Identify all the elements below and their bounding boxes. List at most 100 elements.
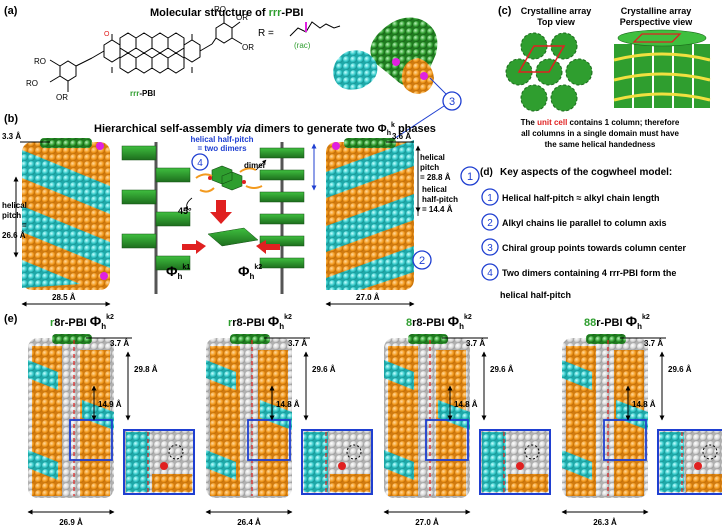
- model-zoom-region: [425, 419, 469, 461]
- stack-k2: [259, 142, 305, 294]
- callout-3-circle: [442, 91, 462, 111]
- panel-b-label: (b): [4, 113, 18, 125]
- right-column-model: [326, 138, 414, 290]
- left-pitch-text-4: 26.6 Å: [2, 231, 26, 240]
- right-half-text-2: half-pitch: [422, 195, 458, 204]
- left-red-arrow: [182, 240, 206, 254]
- left-pitch-text-2: pitch: [2, 211, 21, 220]
- right-width-label: 27.0 Å: [356, 293, 380, 302]
- model-zoom-region: [603, 419, 647, 461]
- panel-e-label: (e): [4, 313, 18, 325]
- model-zoom-orange: [508, 474, 548, 492]
- model-zoom-oxygen: [338, 462, 346, 470]
- panel-c-label: (c): [498, 5, 512, 17]
- model-top-spacing: 3.7 Å: [110, 339, 129, 348]
- caption-line-2: all columns in a single domain must have: [521, 129, 679, 138]
- key-aspect-3-text: Chiral group points towards column cente…: [502, 243, 687, 253]
- model-zoom-orange: [686, 474, 722, 492]
- callout-3-number: 3: [449, 96, 455, 108]
- caption-line-1: The unit cell contains 1 column; therefo…: [521, 118, 680, 127]
- key-aspect-1-number: 1: [487, 193, 493, 204]
- model-pitch-label: 29.6 Å: [490, 365, 514, 374]
- key-aspect-4-number: 4: [487, 268, 493, 279]
- panel-b: (b) Hierarchical self-assembly via dimer…: [2, 113, 480, 307]
- model-zoom-orange: [330, 474, 370, 492]
- phase-k2-label: Φhk2: [238, 263, 262, 281]
- ro-label-2: RO: [26, 79, 38, 88]
- left-top-spacing: 3.3 Å: [2, 132, 21, 141]
- dimer-pointer: [255, 159, 267, 171]
- pbi-space-filling-model: [333, 17, 438, 94]
- dimer-molecule: [195, 165, 263, 193]
- callout-2-number: 2: [419, 255, 425, 267]
- left-pitch-text-1: helical: [2, 201, 27, 210]
- key-aspect-3-circle: [481, 238, 499, 256]
- compound-name: rrr-PBI: [130, 89, 155, 98]
- left-pitch-text-3: =: [22, 221, 27, 230]
- right-top-spacing: 3.6 Å: [392, 132, 411, 141]
- model-half-label: 14.8 Å: [276, 400, 300, 409]
- model-width-label: 26.3 Å: [593, 518, 617, 527]
- key-aspect-2-number: 2: [487, 218, 493, 229]
- right-pitch-text-1: helical: [420, 153, 445, 162]
- key-aspect-2-text: Alkyl chains lie parallel to column axis: [502, 218, 667, 228]
- model-half-label: 14.8 Å: [632, 400, 656, 409]
- right-half-text-3: = 14.4 Å: [422, 205, 453, 214]
- model-zoom-cyan: [482, 432, 506, 492]
- unit-cell-outline: [517, 45, 566, 73]
- key-aspect-3-number: 3: [487, 243, 493, 254]
- caption-line-3: the same helical handedness: [545, 140, 656, 149]
- dimer-label: dimer: [244, 161, 266, 170]
- model-column-top: [230, 334, 270, 344]
- single-block: [207, 227, 259, 247]
- model-top-spacing: 3.7 Å: [644, 339, 663, 348]
- left-width-label: 28.5 Å: [52, 293, 76, 302]
- or-label-2: OR: [236, 13, 248, 22]
- model-half-label: 14.9 Å: [98, 400, 122, 409]
- model-column-top: [52, 334, 92, 344]
- callout-4-circle: [191, 153, 209, 171]
- half-pitch-label-2: = two dimers: [197, 144, 247, 153]
- angle-label: 45°: [178, 206, 192, 216]
- panel-d-label: (d): [480, 167, 493, 178]
- callout-3-line: [429, 77, 447, 95]
- callout-4-number: 4: [197, 158, 203, 169]
- top-view-title-1: Crystalline array: [521, 6, 592, 16]
- model-top-spacing: 3.7 Å: [288, 339, 307, 348]
- panel-d: (d) Key aspects of the cogwheel model: 1…: [480, 167, 687, 300]
- model-variant-title: 88r-PBI Φhk2: [584, 313, 650, 331]
- right-red-arrow: [256, 240, 280, 254]
- callout-1-circle: [460, 166, 480, 186]
- persp-view-title-1: Crystalline array: [621, 6, 692, 16]
- panel-d-title: Key aspects of the cogwheel model:: [500, 167, 672, 178]
- key-aspect-4-continued: helical half-pitch: [500, 290, 571, 300]
- model-zoom-chiral-circle: [168, 444, 184, 460]
- model-zoom-chiral-circle: [346, 444, 362, 460]
- callout-2-circle: [412, 250, 432, 270]
- panel-c: (c) Crystalline array Top view Crystalli…: [498, 5, 711, 149]
- or-label-1: OR: [56, 93, 68, 102]
- top-view-title-2: Top view: [537, 17, 576, 27]
- model-column-top: [408, 334, 448, 344]
- right-half-text-1: helical: [422, 185, 447, 194]
- key-aspects-list: 1 Helical half-pitch ≈ alkyl chain length…: [481, 188, 687, 281]
- model-zoom-oxygen: [694, 462, 702, 470]
- model-column-top: [586, 334, 626, 344]
- key-aspect-2-circle: [481, 213, 499, 231]
- model-zoom-cyan: [660, 432, 684, 492]
- callout-1-number: 1: [467, 171, 473, 183]
- down-arrow: [210, 200, 232, 224]
- angle-arc: [184, 197, 193, 211]
- half-pitch-label-1: helical half-pitch: [190, 135, 253, 144]
- key-aspect-1-circle: [481, 188, 499, 206]
- key-aspect-1-text: Helical half-pitch ≈ alkyl chain length: [502, 193, 659, 203]
- key-aspect-4-text: Two dimers containing 4 rrr-PBI form the: [502, 268, 676, 278]
- perspective-columns: [613, 29, 711, 108]
